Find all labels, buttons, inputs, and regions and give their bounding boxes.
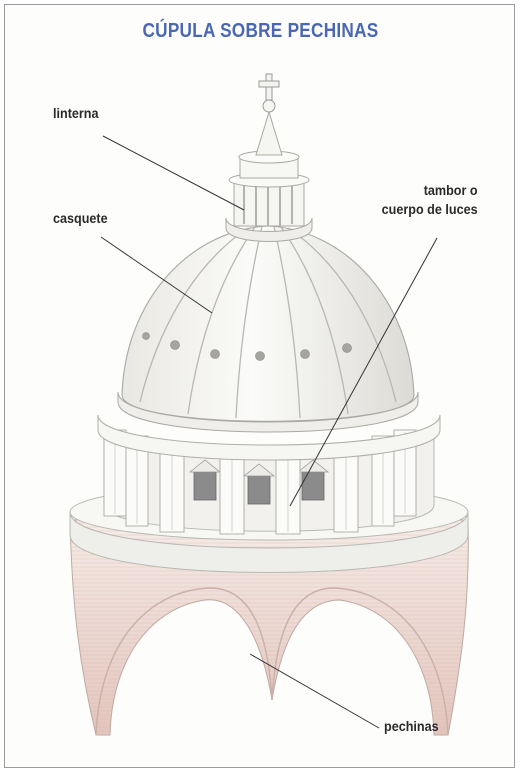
label-casquete: casquete <box>53 209 108 228</box>
drum-window <box>194 472 216 500</box>
dome-cap <box>118 226 418 432</box>
label-linterna: linterna <box>53 104 99 123</box>
leader-line-linterna <box>103 136 244 210</box>
label-pechinas: pechinas <box>384 717 439 736</box>
orb-icon <box>263 100 275 112</box>
label-tambor-line1: tambor o <box>382 181 478 200</box>
label-tambor-line2: cuerpo de luces <box>382 200 478 219</box>
drum <box>98 415 440 534</box>
leader-line-pechinas <box>250 654 379 728</box>
cross-icon <box>259 74 279 100</box>
drum-window <box>248 476 270 504</box>
label-tambor: tambor o cuerpo de luces <box>382 181 478 219</box>
drum-window <box>302 472 324 500</box>
lantern <box>226 74 312 242</box>
